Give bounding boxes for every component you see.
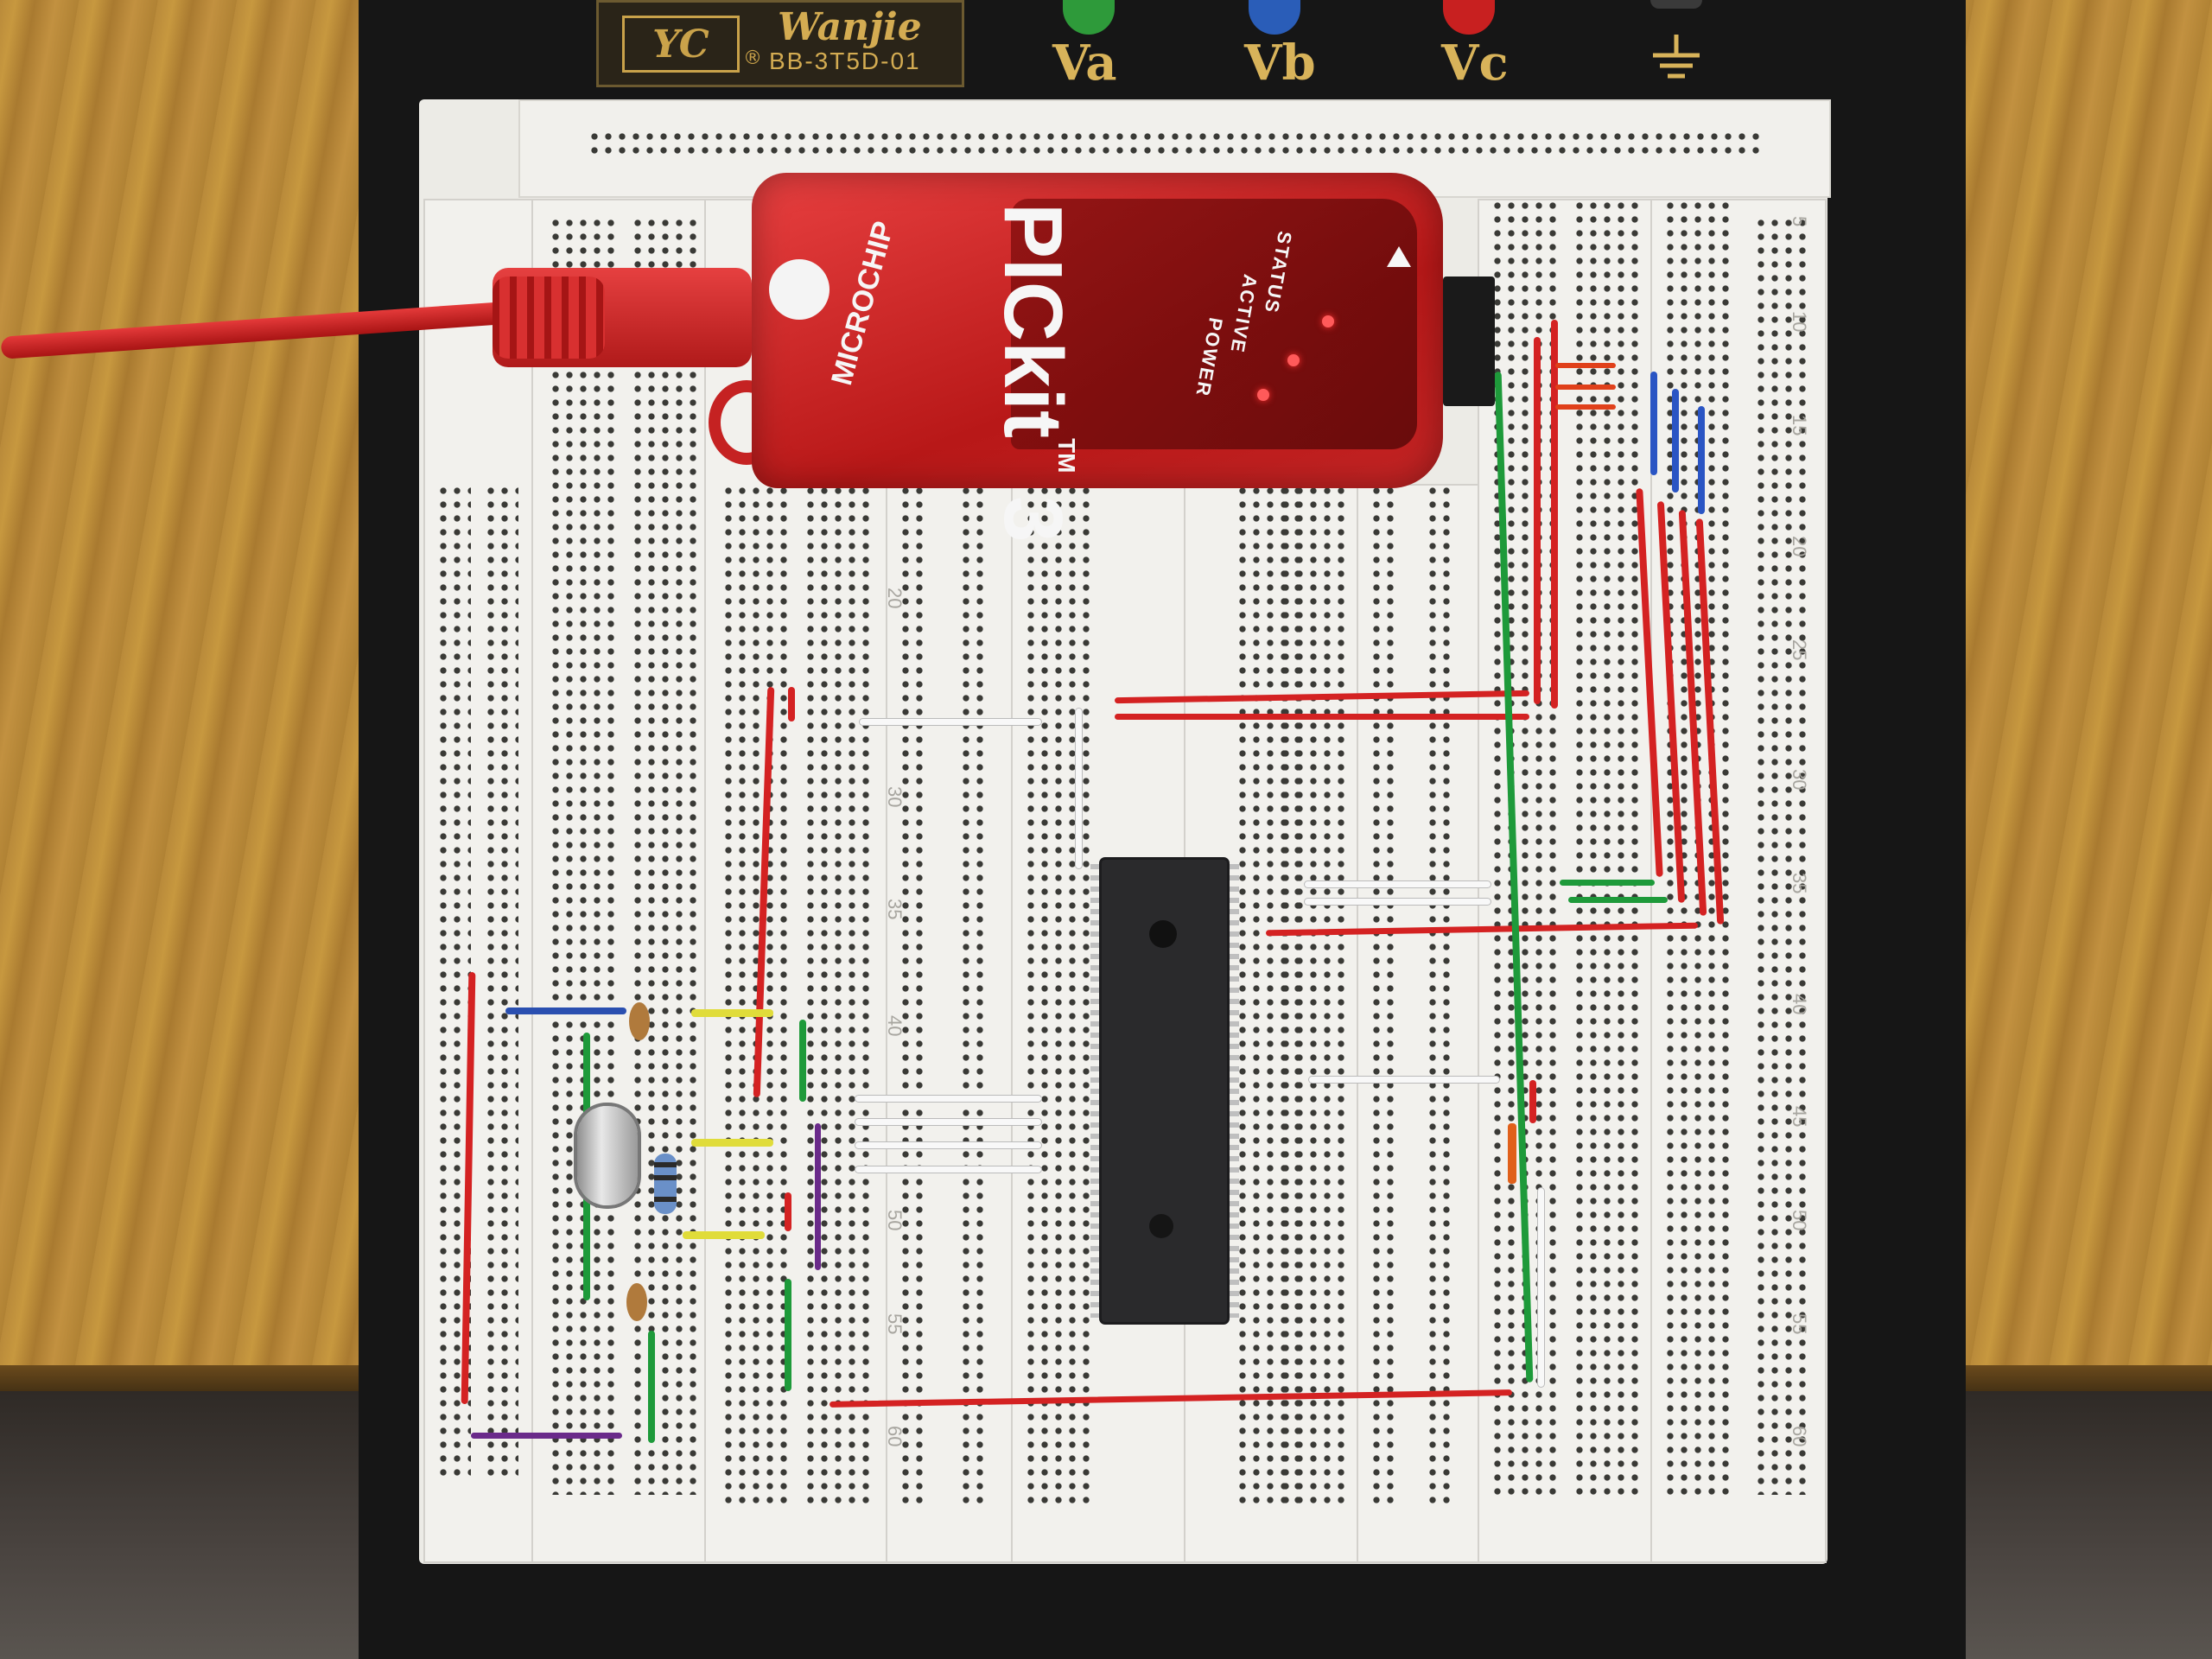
- brand-logo-icon: YC: [622, 16, 740, 73]
- red-wire-12: [1555, 404, 1616, 410]
- post-label-vc: Vc: [1441, 35, 1509, 92]
- purple-wire-1: [815, 1123, 821, 1270]
- holes-strip6-b: [1754, 216, 1806, 1495]
- red-wire-10: [1555, 363, 1616, 368]
- green-wire-2: [1560, 880, 1655, 886]
- holes-strip2-b: [804, 484, 873, 1503]
- red-wire-11: [1555, 385, 1616, 390]
- blue-wire-3: [1698, 406, 1705, 514]
- yellow-wire-3: [683, 1231, 765, 1239]
- row-number-20-right: 20: [1789, 536, 1810, 557]
- pickit3-transparent-window: [1011, 199, 1417, 449]
- top-rail-holes: [588, 130, 1763, 161]
- row-number-30-right: 30: [1789, 769, 1810, 791]
- purple-wire-2: [471, 1433, 622, 1439]
- ceramic-capacitor-1: [629, 1002, 650, 1040]
- resistor-band-1: [654, 1162, 677, 1167]
- registered-mark: ®: [743, 48, 762, 69]
- resistor-band-2: [654, 1175, 677, 1180]
- row-number-50: 50: [884, 1210, 906, 1231]
- status-led: [1322, 315, 1334, 327]
- pin1-arrow-icon: [1387, 246, 1411, 267]
- red-wire-8: [1534, 337, 1541, 704]
- row-number-60-right: 60: [1789, 1426, 1810, 1447]
- power-led: [1257, 389, 1269, 401]
- red-wire-18: [785, 1192, 791, 1231]
- row-number-40: 40: [884, 1015, 906, 1037]
- green-wire-4: [799, 1020, 806, 1102]
- microchip-logo-icon: [769, 259, 830, 320]
- row-number-50-right: 50: [1789, 1210, 1810, 1231]
- holes-power-left-b: [484, 484, 518, 1478]
- yellow-wire-2: [691, 1139, 773, 1147]
- resistor-band-3: [654, 1197, 677, 1202]
- red-wire-5: [1115, 714, 1529, 720]
- blue-wire-2: [1672, 389, 1679, 493]
- blue-wire-1: [1650, 372, 1657, 475]
- green-wire-7: [785, 1279, 791, 1391]
- row-number-30: 30: [884, 786, 906, 808]
- brand-plate: [596, 0, 964, 87]
- white-wire-1: [860, 719, 1041, 725]
- holes-strip1-b: [631, 216, 700, 1495]
- holes-mid1-b: [959, 484, 990, 1503]
- brand-name: Wanjie: [778, 5, 922, 49]
- holes-mid2-b: [1426, 484, 1457, 1503]
- white-wire-7: [855, 1119, 1041, 1125]
- white-wire-8: [855, 1142, 1041, 1148]
- row-number-40-right: 40: [1789, 994, 1810, 1015]
- icsp-header-connector: [1443, 276, 1495, 406]
- holes-strip3-a: [1024, 484, 1093, 1503]
- crystal-oscillator: [577, 1106, 638, 1205]
- row-number-55: 55: [884, 1313, 906, 1335]
- chip-pins-right: [1227, 864, 1239, 1318]
- white-wire-9: [855, 1166, 1041, 1173]
- row-number-60: 60: [884, 1426, 906, 1447]
- red-wire-2: [788, 687, 795, 721]
- pickit3-tm-mark: TM: [1053, 438, 1080, 474]
- white-wire-5: [1309, 1077, 1499, 1083]
- chip-pin1-marker: [1149, 920, 1177, 948]
- yellow-wire-1: [691, 1009, 773, 1017]
- holes-mid1-a: [899, 484, 930, 1503]
- green-wire-3: [1568, 897, 1668, 903]
- chip-ejector-mark: [1149, 1214, 1173, 1238]
- row-number-20: 20: [884, 588, 906, 609]
- ceramic-capacitor-2: [626, 1283, 647, 1321]
- white-wire-2: [1076, 709, 1082, 868]
- green-wire-6: [648, 1331, 655, 1443]
- holes-strip1-a: [549, 216, 618, 1495]
- holes-strip5-b: [1573, 199, 1642, 1495]
- usb-plug-grip: [493, 276, 605, 359]
- red-wire-9: [1551, 320, 1558, 709]
- chip-pins-left: [1090, 864, 1103, 1318]
- row-number-5-right: 5: [1789, 216, 1810, 227]
- binding-post-ground[interactable]: [1650, 0, 1702, 9]
- ground-symbol-icon: [1653, 35, 1700, 79]
- row-number-15-right: 15: [1789, 415, 1810, 436]
- row-number-25-right: 25: [1789, 639, 1810, 661]
- post-label-va: Va: [1052, 35, 1117, 92]
- pickit3-name-label: PICkitTM 3: [987, 203, 1080, 543]
- post-label-vb: Vb: [1244, 35, 1316, 92]
- model-number: BB-3T5D-01: [769, 48, 921, 74]
- white-wire-4: [1305, 899, 1491, 905]
- holes-strip4-b: [1279, 484, 1348, 1503]
- active-led: [1287, 354, 1300, 366]
- white-wire-3: [1305, 881, 1491, 887]
- white-wire-6: [855, 1096, 1041, 1102]
- pickit3-version: 3: [987, 496, 1079, 543]
- row-number-35-right: 35: [1789, 873, 1810, 894]
- blue-wire-4: [505, 1007, 626, 1014]
- red-wire-17: [1529, 1080, 1536, 1123]
- row-number-55-right: 55: [1789, 1313, 1810, 1335]
- holes-mid2-a: [1370, 484, 1401, 1503]
- row-number-10-right: 10: [1789, 311, 1810, 333]
- row-number-35: 35: [884, 899, 906, 920]
- white-wire-10: [1538, 1188, 1544, 1387]
- row-number-45-right: 45: [1789, 1106, 1810, 1128]
- orange-wire-1: [1508, 1123, 1516, 1184]
